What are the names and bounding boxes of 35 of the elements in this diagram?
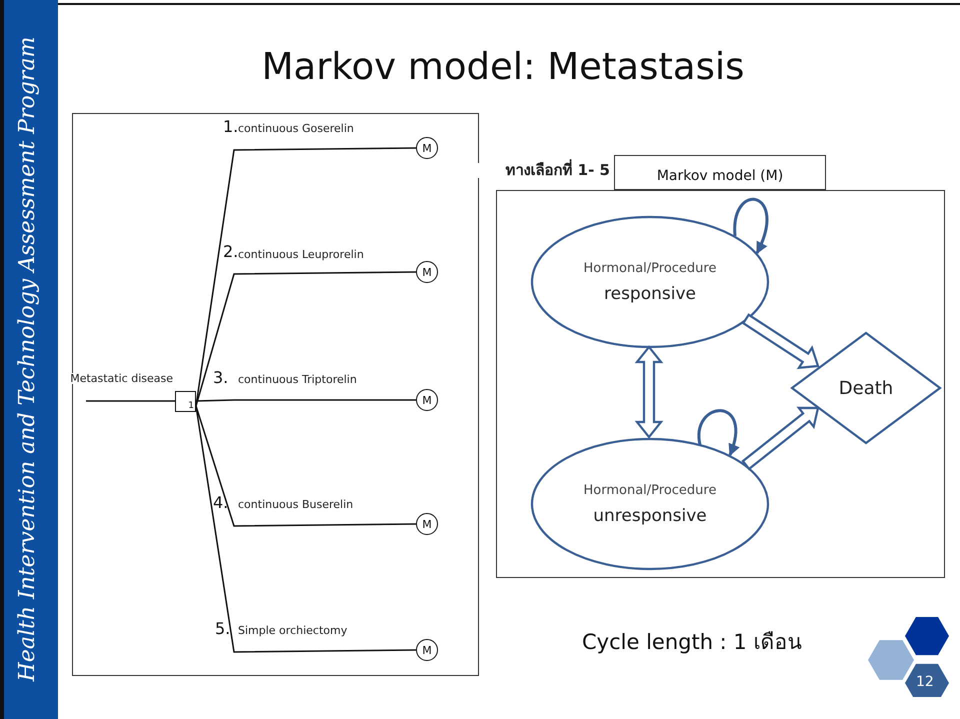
- page-number: 12: [916, 675, 934, 689]
- block-arrow: [742, 313, 820, 370]
- edge-label: continuous Buserelin: [238, 499, 354, 510]
- sidebar-text: Health Intervention and Technology Assessment Program: [14, 36, 41, 684]
- branch-line: [195, 406, 416, 653]
- self-loop-arrow: [734, 198, 768, 254]
- decision-square: 1: [175, 391, 196, 412]
- branch-number: 3.: [213, 370, 228, 386]
- branch-line: [196, 399, 416, 402]
- branch-number: 2.: [223, 244, 238, 260]
- branch-line: [195, 406, 416, 527]
- block-arrow: [741, 406, 820, 470]
- slide-title: Markov model: Metastasis: [260, 48, 746, 85]
- markov-node-circle: M: [416, 639, 438, 661]
- branch-number: 4.: [213, 495, 228, 511]
- markov-node-circle: M: [416, 261, 438, 283]
- state-ellipse: Hormonal/Procedure responsive: [531, 216, 769, 348]
- markov-node-circle: M: [416, 389, 438, 411]
- branch-line: [195, 271, 416, 406]
- markov-node-circle: M: [416, 137, 438, 159]
- branch-number: 5.: [215, 621, 230, 637]
- block-arrow: [634, 345, 664, 439]
- cycle-length-note: Cycle length : 1 เดือน: [582, 632, 802, 653]
- markov-node-circle: M: [416, 513, 438, 535]
- edge-label: continuous Triptorelin: [238, 374, 357, 385]
- branch-line: [86, 400, 175, 402]
- model-box: Markov model (M): [614, 155, 826, 190]
- edge-label: Simple orchiectomy: [238, 625, 348, 636]
- death-diamond: Death: [791, 332, 941, 444]
- edge-label: continuous Leuprorelin: [238, 249, 364, 260]
- state-frame: [496, 190, 945, 578]
- self-loop-arrow: [697, 409, 740, 456]
- branch-number: 1.: [223, 119, 238, 135]
- state-ellipse: Hormonal/Procedure unresponsive: [531, 438, 769, 570]
- edge-label: continuous Goserelin: [238, 123, 354, 134]
